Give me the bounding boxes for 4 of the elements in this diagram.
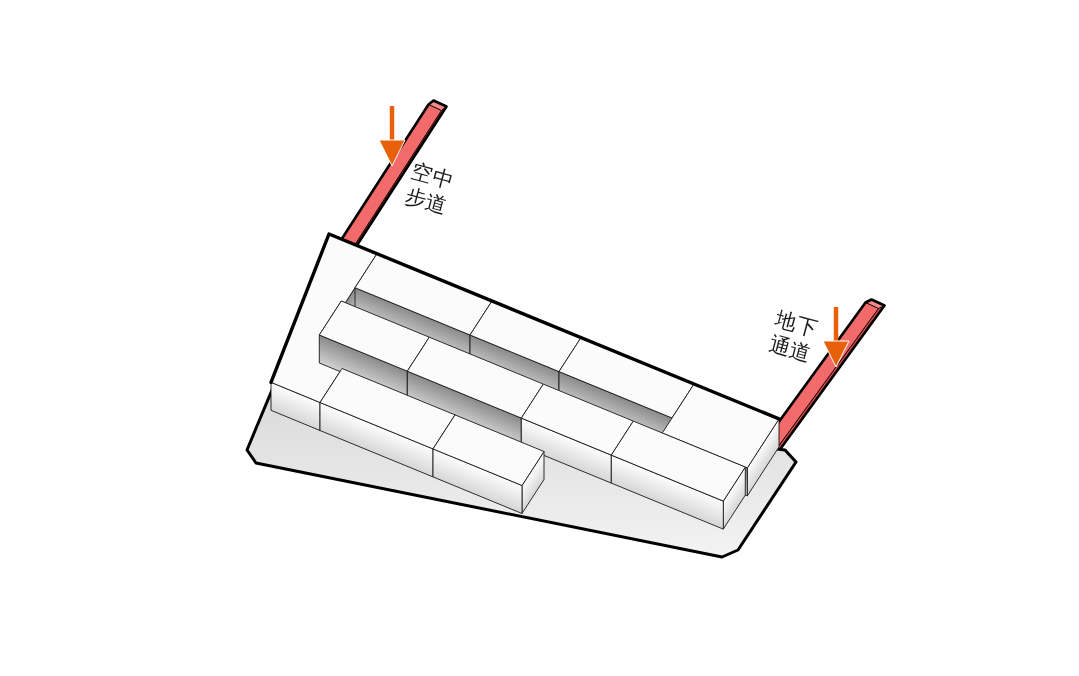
walkway-label: 空中步道 [402,158,457,220]
arrow [822,307,850,368]
arrow [378,106,406,167]
walkway-label: 地下通道 [766,306,821,368]
